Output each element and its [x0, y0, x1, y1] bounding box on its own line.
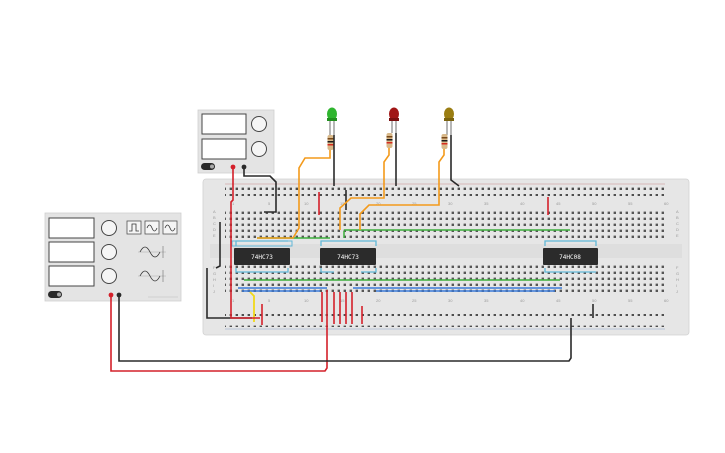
row-label-b: B: [213, 215, 216, 220]
column-label-45-bottom: 45: [556, 298, 561, 303]
row-label-g: G: [213, 271, 216, 276]
chip-ic2[interactable]: 74HC73: [320, 248, 376, 265]
resistor-olive[interactable]: [441, 134, 448, 149]
row-label-d-right: D: [676, 227, 679, 232]
column-label-25: 25: [412, 201, 417, 206]
column-label-50-bottom: 50: [592, 298, 597, 303]
terminal-strip-lower[interactable]: [225, 264, 665, 294]
column-label-5-bottom: 5: [268, 298, 271, 303]
row-label-f-right: F: [676, 265, 679, 270]
power-supply[interactable]: [197, 109, 275, 174]
column-label-30-bottom: 30: [448, 298, 453, 303]
chip-pin-wires[interactable]: [235, 240, 597, 273]
fg-wires[interactable]: [110, 290, 572, 372]
column-label-40: 40: [520, 201, 525, 206]
column-label-55: 55: [628, 201, 633, 206]
row-label-j: J: [213, 289, 215, 294]
column-label-35: 35: [484, 201, 489, 206]
column-label-20-bottom: 20: [376, 298, 381, 303]
column-label-20: 20: [376, 201, 381, 206]
row-label-d: D: [213, 227, 216, 232]
terminal-strip-upper[interactable]: [225, 208, 665, 238]
fg-display-2: [48, 241, 95, 263]
yellow-wire[interactable]: [249, 291, 255, 322]
row-label-e-right: E: [676, 233, 679, 238]
fg-positive-terminal[interactable]: [108, 292, 114, 298]
row-label-j-right: J: [676, 289, 678, 294]
column-label-50: 50: [592, 201, 597, 206]
resistor-green[interactable]: [327, 135, 334, 150]
psu-wires[interactable]: [230, 169, 277, 319]
row-label-i-right: I: [676, 283, 677, 288]
column-label-30: 30: [448, 201, 453, 206]
row-label-c-right: C: [676, 221, 679, 226]
column-label-1: 1: [232, 201, 235, 206]
psu-display-bottom: [201, 138, 247, 160]
psu-current-knob[interactable]: [251, 141, 267, 157]
column-label-60-bottom: 60: [664, 298, 669, 303]
fg-knob-amplitude[interactable]: [101, 244, 117, 260]
column-label-15-bottom: 15: [340, 298, 345, 303]
resistor-red[interactable]: [386, 133, 393, 148]
led-red[interactable]: [389, 107, 399, 134]
fg-display-3: [48, 265, 95, 287]
blue-wires[interactable]: [238, 287, 562, 292]
column-label-15: 15: [340, 201, 345, 206]
square-wave-icon[interactable]: [126, 220, 142, 235]
top-power-rail[interactable]: [225, 186, 665, 199]
psu-voltage-knob[interactable]: [251, 116, 267, 132]
fg-display-1: [48, 217, 95, 239]
column-label-45: 45: [556, 201, 561, 206]
chip-ic3-label: 74HC08: [559, 254, 581, 261]
column-labels: 1155101015152020252530303535404045455050…: [232, 201, 669, 303]
column-label-1-bottom: 1: [232, 298, 235, 303]
row-label-i: I: [213, 283, 214, 288]
column-label-5: 5: [268, 201, 271, 206]
column-label-25-bottom: 25: [412, 298, 417, 303]
row-label-b-right: B: [676, 215, 679, 220]
row-label-g-right: G: [676, 271, 679, 276]
fg-negative-terminal[interactable]: [116, 292, 122, 298]
led-green[interactable]: [327, 107, 337, 136]
column-label-55-bottom: 55: [628, 298, 633, 303]
psu-negative-terminal[interactable]: [241, 164, 247, 170]
led-wires[interactable]: [257, 133, 460, 239]
column-label-40-bottom: 40: [520, 298, 525, 303]
row-label-c: C: [213, 221, 216, 226]
sine-wave-icon[interactable]: [144, 220, 160, 235]
chip-ic3[interactable]: 74HC08: [543, 248, 598, 265]
column-label-60: 60: [664, 201, 669, 206]
column-label-10-bottom: 10: [304, 298, 309, 303]
fg-knob-frequency[interactable]: [101, 220, 117, 236]
function-generator[interactable]: [44, 212, 182, 302]
bottom-power-rail[interactable]: [225, 314, 665, 327]
chip-ic1[interactable]: 74HC73: [231, 240, 293, 265]
row-label-a-right: A: [676, 209, 679, 214]
row-label-a: A: [213, 209, 216, 214]
chip-ic1-label: 74HC73: [251, 254, 273, 261]
fg-knob-offset[interactable]: [101, 268, 117, 284]
psu-positive-terminal[interactable]: [230, 164, 236, 170]
row-label-e: E: [213, 233, 216, 238]
fg-waveform-preview-1: [138, 246, 166, 258]
psu-display-top: [201, 113, 247, 135]
fg-waveform-preview-2: [138, 270, 166, 282]
red-jumper-wires[interactable]: [261, 192, 549, 325]
row-label-h: H: [213, 277, 216, 282]
triangle-wave-icon[interactable]: [162, 220, 178, 235]
chip-ic2-label: 74HC73: [337, 254, 359, 261]
column-label-35-bottom: 35: [484, 298, 489, 303]
column-label-10: 10: [304, 201, 309, 206]
row-label-f: F: [213, 265, 216, 270]
led-olive[interactable]: [444, 107, 454, 136]
row-label-h-right: H: [676, 277, 679, 282]
